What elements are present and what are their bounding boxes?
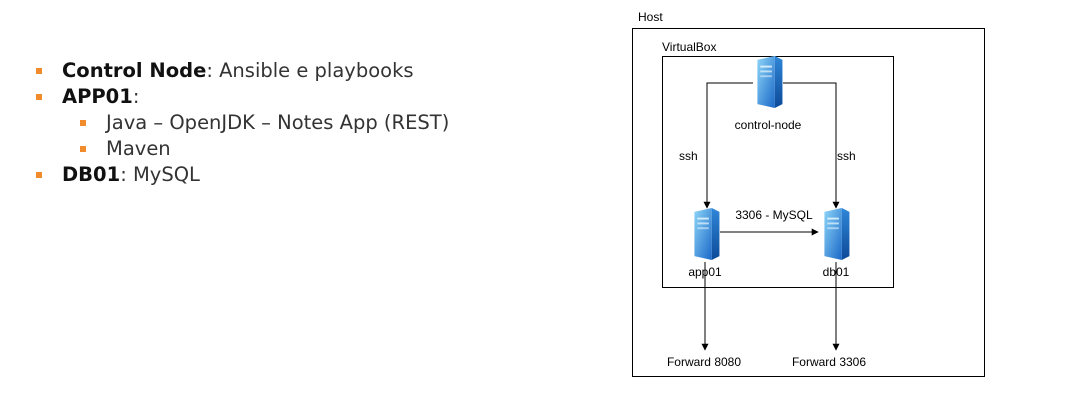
bullet-text: : MySQL (120, 163, 200, 186)
bullet-bold: DB01 (62, 163, 121, 186)
bullet-app01: APP01: (36, 84, 556, 110)
bullet-icon (80, 120, 86, 126)
bullet-control-node: Control Node: Ansible e playbooks (36, 58, 556, 84)
bullet-icon (36, 94, 42, 100)
bullet-text: : (132, 85, 140, 108)
virtualbox-label: VirtualBox (662, 40, 716, 54)
bullet-icon (80, 146, 86, 152)
bullet-text: : Ansible e playbooks (206, 59, 414, 82)
ssh-edge-right (783, 82, 840, 209)
bullet-icon (36, 172, 42, 178)
bullet-db01: DB01: MySQL (36, 162, 556, 188)
control-node-label: control-node (735, 118, 802, 132)
virtualbox-box (662, 56, 894, 288)
ssh-left-label: ssh (679, 149, 698, 163)
app01-server-icon (694, 208, 720, 260)
ssh-edge-left (703, 82, 753, 209)
bullet-text: Maven (106, 137, 171, 160)
bullet-icon (36, 68, 42, 74)
control-node-server-icon (757, 56, 783, 108)
bullet-text: Java – OpenJDK – Notes App (REST) (106, 111, 450, 134)
forward-app-label: Forward 8080 (667, 355, 741, 369)
forward-db-label: Forward 3306 (792, 355, 866, 369)
host-label: Host (638, 10, 663, 24)
ssh-right-label: ssh (837, 149, 856, 163)
bullet-list: Control Node: Ansible e playbooks APP01:… (36, 58, 556, 188)
bullet-bold: Control Node (62, 59, 207, 82)
host-box (632, 28, 985, 377)
bullet-bold: APP01 (62, 85, 133, 108)
db01-server-icon (824, 208, 850, 260)
bullet-maven: Maven (36, 136, 556, 162)
mysql-edge-label: 3306 - MySQL (735, 208, 813, 222)
bullet-java: Java – OpenJDK – Notes App (REST) (36, 110, 556, 136)
